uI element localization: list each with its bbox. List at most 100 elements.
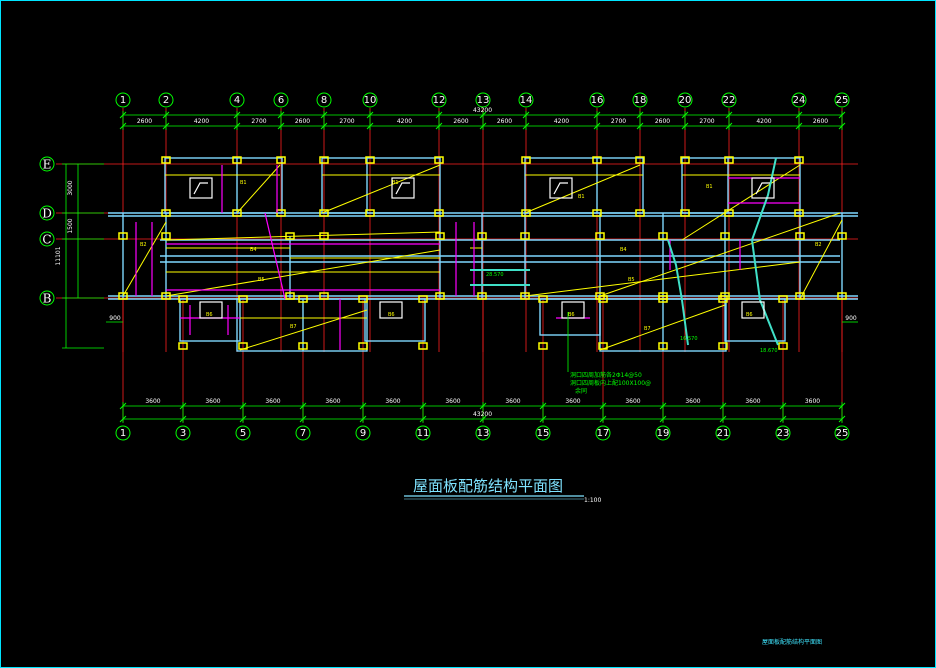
- column: [794, 156, 804, 164]
- dimension-tick: [593, 111, 601, 119]
- grid-bubble: [39, 156, 55, 172]
- dimension-tick: [162, 122, 170, 130]
- grid-bubble: [295, 425, 311, 441]
- slab-label: B6: [568, 312, 575, 318]
- dimension-label: 3600: [145, 398, 160, 405]
- grid-label: 15: [537, 428, 550, 439]
- column: [232, 209, 242, 217]
- dimension-label: 900: [845, 315, 857, 322]
- dimension-tick: [299, 402, 307, 410]
- column: [161, 209, 171, 217]
- grid-label: 25: [836, 428, 849, 439]
- column: [298, 295, 308, 303]
- dimension-tick: [522, 111, 530, 119]
- dimension-tick: [435, 122, 443, 130]
- grid-bubble: [775, 425, 791, 441]
- grid-label: 16: [591, 95, 604, 106]
- grid-label: 14: [520, 95, 533, 106]
- slab-label: B6: [206, 312, 213, 318]
- column: [795, 232, 805, 240]
- dimension-tick: [479, 415, 487, 423]
- column: [276, 156, 286, 164]
- grid-bubble: [175, 425, 191, 441]
- dimension-label: 3600: [325, 398, 340, 405]
- grid-label: 2: [163, 95, 169, 106]
- grid-bubble: [791, 92, 807, 108]
- grid-label: 20: [679, 95, 692, 106]
- grid-label: E: [43, 158, 52, 172]
- column: [718, 342, 728, 350]
- grid-bubble: [316, 92, 332, 108]
- notes: 洞口四周加筋各2Φ14@50 洞口四周板内上配100X100@ 余同: [567, 312, 651, 395]
- grid-bubble: [632, 92, 648, 108]
- grid-label: 25: [836, 95, 849, 106]
- dimension-tick: [419, 402, 427, 410]
- column: [837, 292, 847, 300]
- grid-label: C: [42, 233, 51, 247]
- column: [520, 232, 530, 240]
- dimension-label: 2600: [497, 118, 512, 125]
- slab-label: B1: [578, 194, 585, 200]
- column: [238, 295, 248, 303]
- grid-label: 3: [180, 428, 186, 439]
- grid-label: 4: [234, 95, 240, 106]
- grid-label: 11: [417, 428, 430, 439]
- column: [635, 209, 645, 217]
- dimension-total: 43200: [473, 411, 492, 418]
- grid-bubble: [518, 92, 534, 108]
- grid-bubble: [355, 425, 371, 441]
- grid-label: 18: [634, 95, 647, 106]
- grid-bubble: [39, 290, 55, 306]
- column: [319, 292, 329, 300]
- column: [521, 156, 531, 164]
- dimension-tick: [659, 402, 667, 410]
- grid-label: 13: [477, 428, 490, 439]
- dimension-tick: [795, 111, 803, 119]
- dimension-tick: [539, 402, 547, 410]
- grid-bubble: [115, 92, 131, 108]
- dimension-tick: [479, 111, 487, 119]
- dimension-tick: [725, 122, 733, 130]
- grid-label: 8: [321, 95, 327, 106]
- dimension-tick: [838, 122, 846, 130]
- dimension-tick: [659, 415, 667, 423]
- column: [635, 156, 645, 164]
- dimension-tick: [119, 122, 127, 130]
- dimension-tick: [359, 402, 367, 410]
- slab-label: B7: [290, 324, 297, 330]
- grid-bubble: [235, 425, 251, 441]
- grid-label: 19: [657, 428, 670, 439]
- dimension-label: 3600: [625, 398, 640, 405]
- grid-bubble: [39, 231, 55, 247]
- grid-bubble: [362, 92, 378, 108]
- dimension-tick: [838, 402, 846, 410]
- grid-label: 6: [278, 95, 284, 106]
- dimension-tick: [725, 111, 733, 119]
- grid-label: 1: [120, 428, 126, 439]
- column: [161, 292, 171, 300]
- dimension-total: 43200: [473, 107, 492, 114]
- slab-label: B5: [628, 277, 635, 283]
- column: [658, 232, 668, 240]
- dimension-tick: [239, 415, 247, 423]
- column: [319, 209, 329, 217]
- dimension-tick: [359, 415, 367, 423]
- dimension-tick: [366, 122, 374, 130]
- elevation-label: 18.670: [760, 348, 778, 354]
- dimension-tick: [636, 122, 644, 130]
- dimension-tick: [838, 111, 846, 119]
- slab-label: B4: [250, 247, 257, 253]
- dimension-tick: [119, 111, 127, 119]
- footer-label: 屋面板配筋结构平面图: [762, 638, 822, 646]
- column: [435, 292, 445, 300]
- dimension-tick: [719, 415, 727, 423]
- grid-bubble: [677, 92, 693, 108]
- column: [358, 342, 368, 350]
- column: [778, 342, 788, 350]
- column: [794, 209, 804, 217]
- dimension-tick: [366, 111, 374, 119]
- column: [658, 295, 668, 303]
- dimension-tick: [233, 122, 241, 130]
- opening-layer: [189, 177, 775, 319]
